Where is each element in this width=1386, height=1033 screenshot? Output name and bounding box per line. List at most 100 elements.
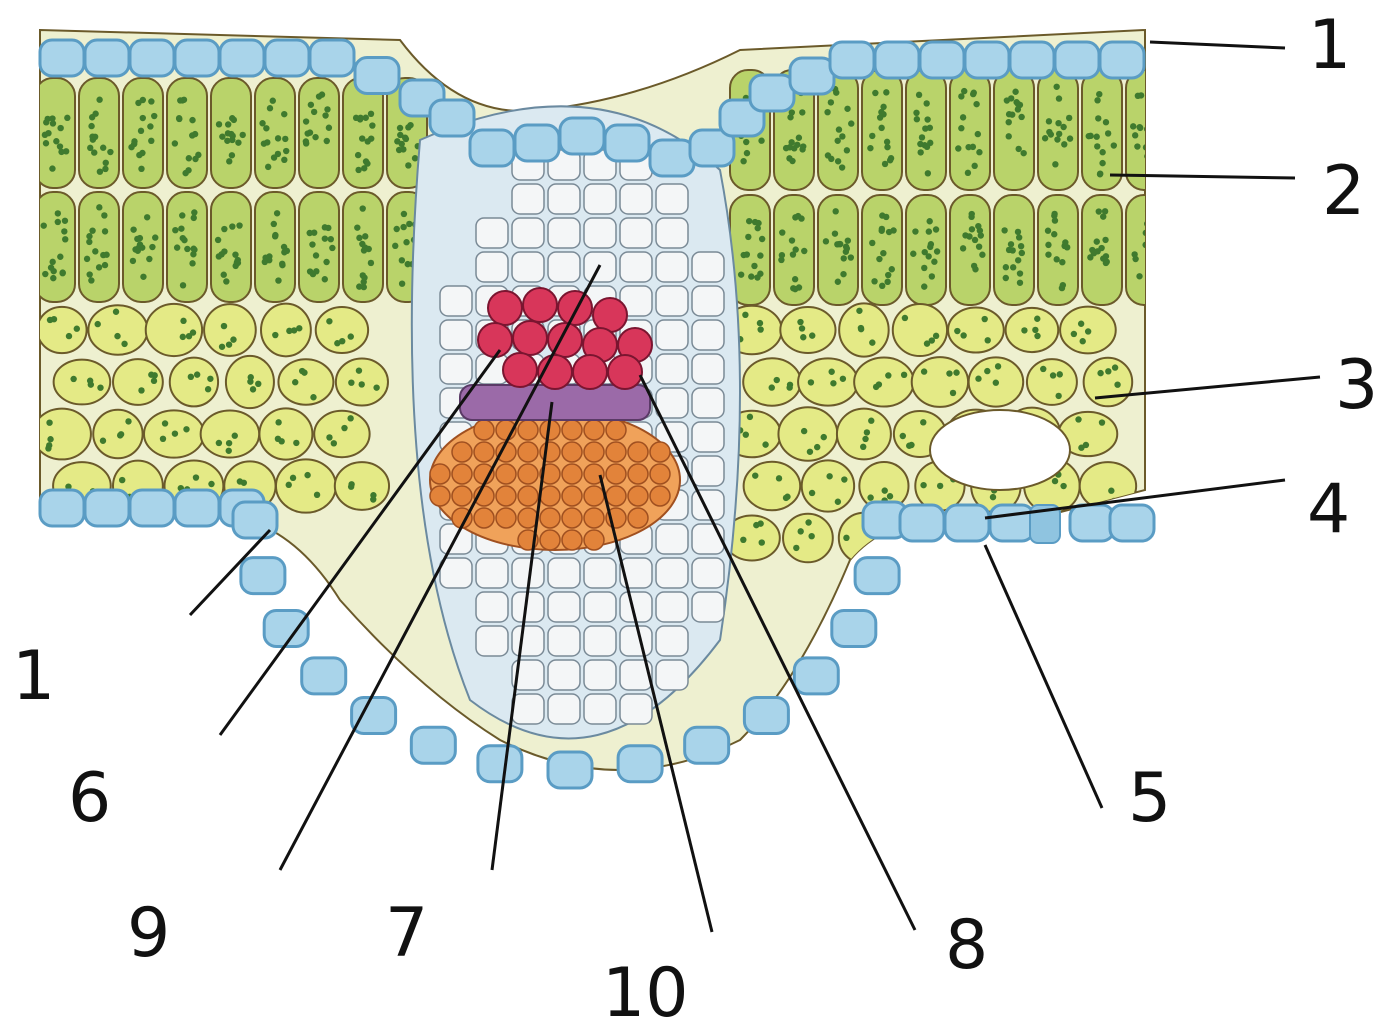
- chloroplast: [880, 250, 886, 256]
- phloem-cell: [452, 442, 472, 462]
- parenchyma-cell: [584, 558, 616, 588]
- air-cavity: [930, 410, 1070, 490]
- chloroplast: [1055, 120, 1061, 126]
- chloroplast: [281, 157, 287, 163]
- chloroplast: [969, 211, 975, 217]
- chloroplast: [1018, 243, 1024, 249]
- chloroplast: [223, 278, 229, 284]
- chloroplast: [49, 165, 55, 171]
- chloroplast: [311, 109, 317, 115]
- chloroplast: [1132, 132, 1138, 138]
- upper-epidermis-cell: [85, 40, 129, 76]
- chloroplast: [972, 237, 978, 243]
- chloroplast: [264, 139, 270, 145]
- chloroplast: [878, 125, 884, 131]
- phloem-cell: [584, 530, 604, 550]
- chloroplast: [796, 135, 802, 141]
- chloroplast: [833, 89, 839, 95]
- lower-epidermis-cell: [945, 505, 989, 541]
- label-10: 10: [602, 960, 689, 1028]
- chloroplast: [1010, 264, 1016, 270]
- chloroplast: [405, 162, 411, 168]
- phloem-cell: [562, 442, 582, 462]
- lower-epidermis-cell: [855, 558, 899, 594]
- lower-epidermis-cell: [130, 490, 174, 526]
- palisade-cell: [1038, 195, 1078, 305]
- chloroplast: [275, 151, 281, 157]
- chloroplast: [879, 228, 885, 234]
- chloroplast: [792, 214, 798, 220]
- chloroplast: [184, 246, 190, 252]
- chloroplast: [1017, 280, 1023, 286]
- phloem-cell: [628, 464, 648, 484]
- chloroplast: [221, 272, 227, 278]
- chloroplast: [370, 492, 376, 498]
- chloroplast: [1051, 213, 1057, 219]
- chloroplast: [96, 97, 102, 103]
- chloroplast: [1075, 416, 1081, 422]
- chloroplast: [805, 519, 811, 525]
- chloroplast: [138, 166, 144, 172]
- chloroplast: [185, 167, 191, 173]
- chloroplast: [978, 232, 984, 238]
- phloem-cell: [562, 464, 582, 484]
- chloroplast: [1146, 218, 1152, 224]
- phloem-cell: [540, 442, 560, 462]
- chloroplast: [322, 224, 328, 230]
- chloroplast: [1071, 331, 1077, 337]
- spongy-cell: [276, 459, 336, 512]
- chloroplast: [1008, 241, 1014, 247]
- chloroplast: [793, 545, 799, 551]
- upper-epidermis-cell: [40, 40, 84, 76]
- chloroplast: [331, 440, 337, 446]
- chloroplast: [920, 482, 926, 488]
- parenchyma-cell: [692, 422, 724, 452]
- chloroplast: [55, 219, 61, 225]
- parenchyma-cell: [548, 694, 580, 724]
- spongy-cell: [744, 462, 801, 511]
- chloroplast: [1056, 131, 1062, 137]
- spongy-cell: [335, 462, 389, 510]
- chloroplast: [759, 236, 765, 242]
- chloroplast: [1015, 101, 1021, 107]
- chloroplast: [229, 115, 235, 121]
- chloroplast: [324, 106, 330, 112]
- chloroplast: [921, 283, 927, 289]
- chloroplast: [312, 134, 318, 140]
- chloroplast: [993, 380, 999, 386]
- chloroplast: [742, 312, 748, 318]
- chloroplast: [1034, 316, 1040, 322]
- chloroplast: [871, 278, 877, 284]
- chloroplast: [57, 254, 63, 260]
- xylem-vessel: [513, 321, 547, 355]
- parenchyma-cell: [692, 456, 724, 486]
- upper-epidermis-cell: [1055, 42, 1099, 78]
- chloroplast: [792, 286, 798, 292]
- chloroplast: [1144, 221, 1150, 227]
- upper-epidermis-cell: [920, 42, 964, 78]
- chloroplast: [933, 226, 939, 232]
- chloroplast: [399, 280, 405, 286]
- chloroplast: [1144, 126, 1150, 132]
- chloroplast: [369, 122, 375, 128]
- chloroplast: [784, 494, 790, 500]
- chloroplast: [1093, 134, 1099, 140]
- chloroplast: [799, 325, 805, 331]
- chloroplast: [140, 115, 146, 121]
- parenchyma-cell: [512, 694, 544, 724]
- chloroplast: [776, 475, 782, 481]
- chloroplast: [43, 119, 49, 125]
- chloroplast: [205, 386, 211, 392]
- chloroplast: [1066, 115, 1072, 121]
- chloroplast: [348, 333, 354, 339]
- chloroplast: [323, 259, 329, 265]
- chloroplast: [303, 138, 309, 144]
- phloem-cell: [650, 464, 670, 484]
- chloroplast: [363, 115, 369, 121]
- parenchyma-cell: [476, 626, 508, 656]
- chloroplast: [311, 229, 317, 235]
- chloroplast: [293, 440, 299, 446]
- chloroplast: [57, 143, 63, 149]
- chloroplast: [835, 279, 841, 285]
- chloroplast: [88, 123, 94, 129]
